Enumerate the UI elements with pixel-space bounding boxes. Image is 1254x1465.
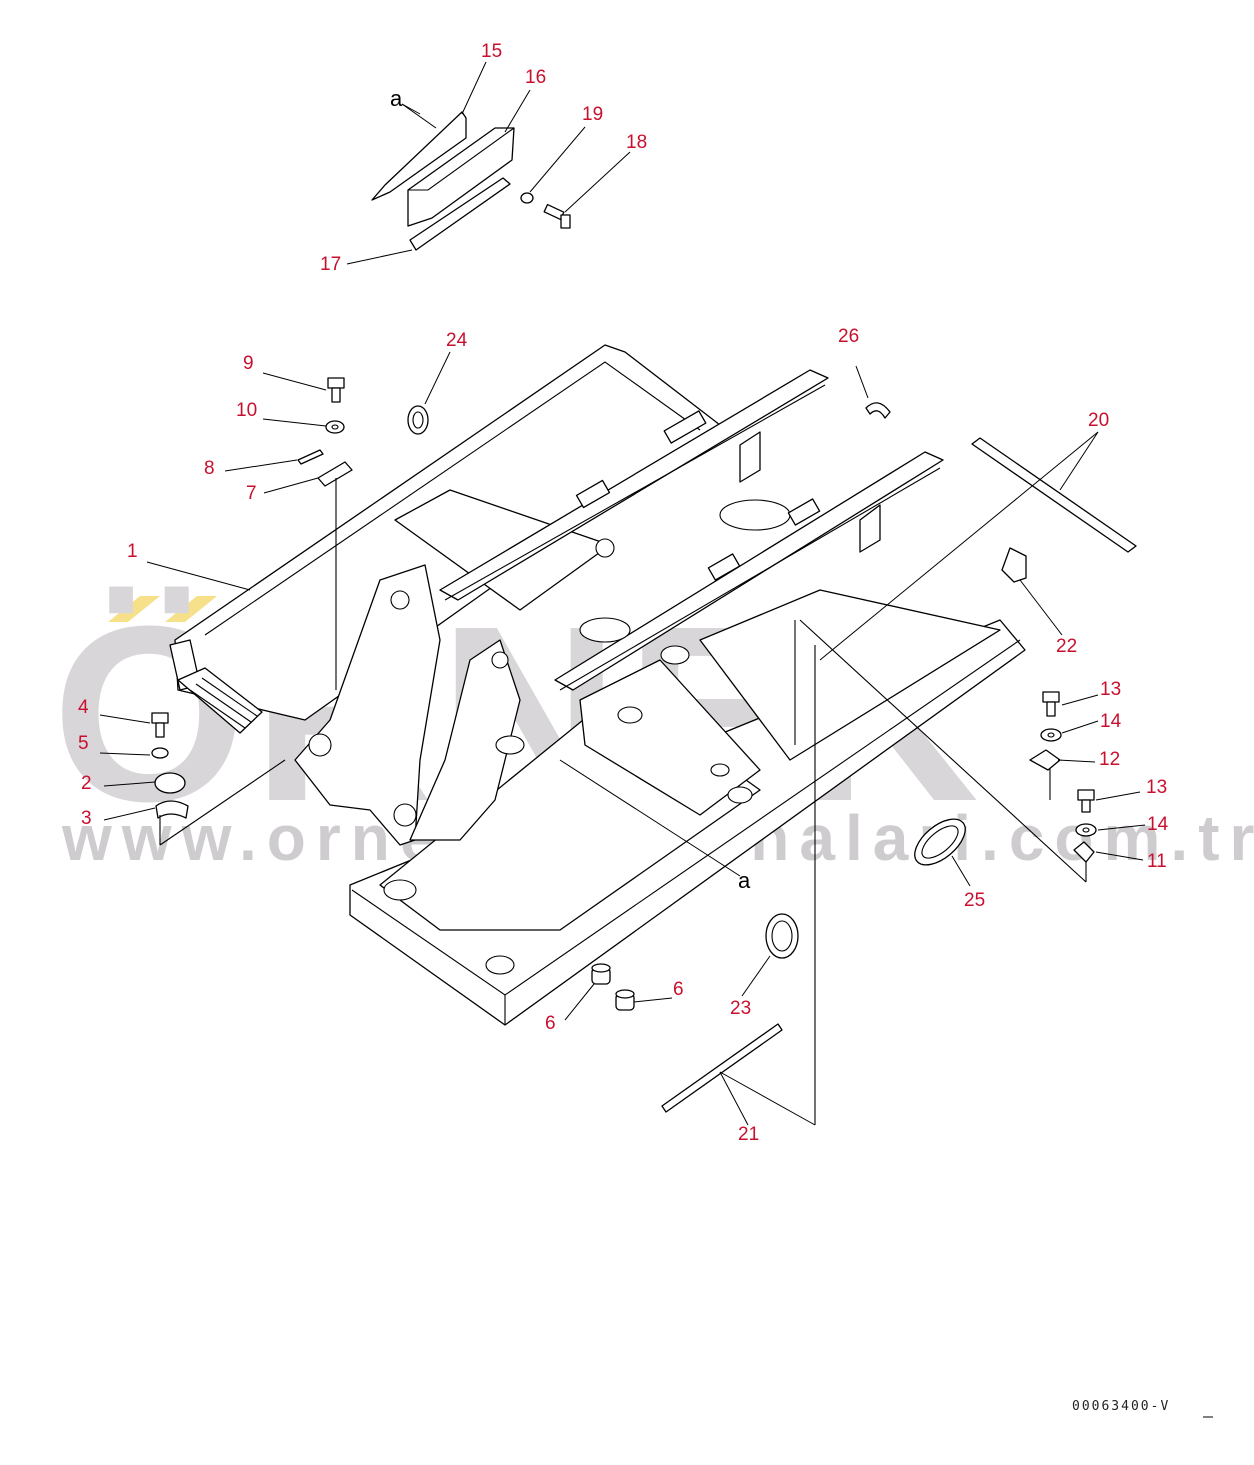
main-frame <box>169 344 1026 1026</box>
part-16-edge <box>408 127 515 191</box>
callout-1: 1 <box>127 541 138 562</box>
callout-15: 15 <box>481 41 502 62</box>
callout-10: 10 <box>236 400 257 421</box>
part-24-grommet <box>407 405 429 435</box>
watermark-dot-right <box>165 596 217 622</box>
part-8-pin <box>297 449 324 465</box>
watermark-dot-left <box>108 596 160 622</box>
part-5-washer <box>151 747 169 759</box>
part-19-washer <box>520 192 534 204</box>
callout-4: 4 <box>78 697 89 718</box>
part-15-plate <box>371 111 467 201</box>
callout-19: 19 <box>582 104 603 125</box>
part-13-bolt-lower <box>1077 789 1095 813</box>
part-26-clip <box>865 402 891 419</box>
top-detail-group: a <box>371 86 571 251</box>
frame-rail-right <box>554 451 944 691</box>
callout-12: 12 <box>1099 749 1120 770</box>
part-11-plate <box>1073 841 1095 863</box>
part-20-bar <box>971 437 1137 553</box>
part-10-washer <box>325 420 345 434</box>
callout-22: 22 <box>1056 636 1077 657</box>
callout-23: 23 <box>730 998 751 1019</box>
callout-6a: 6 <box>545 1013 556 1034</box>
callout-17: 17 <box>320 254 341 275</box>
callout-18: 18 <box>626 132 647 153</box>
drawing-code: 00063400-V <box>1072 1399 1170 1414</box>
callout-8: 8 <box>204 458 215 479</box>
part-12-plate <box>1029 749 1061 771</box>
part-23-grommet <box>765 913 799 959</box>
callout-20: 20 <box>1088 410 1109 431</box>
part-16-block <box>407 127 515 227</box>
callout-25: 25 <box>964 890 985 911</box>
callout-13a: 13 <box>1100 679 1121 700</box>
part-14-washer-upper <box>1040 728 1062 742</box>
part-3-plate <box>155 800 189 819</box>
callout-6b: 6 <box>673 979 684 1000</box>
part-22-block <box>1001 547 1027 583</box>
ref-mark-top: a <box>390 86 403 111</box>
part-6-cap-left <box>591 963 611 985</box>
callout-7: 7 <box>246 483 257 504</box>
callout-14b: 14 <box>1147 814 1169 835</box>
callouts: 15 16 19 18 17 24 26 20 9 10 8 7 1 22 13… <box>78 41 1169 1145</box>
part-25-grommet <box>914 818 966 866</box>
callout-21: 21 <box>738 1124 759 1145</box>
part-18-bolt <box>543 203 571 229</box>
callout-26: 26 <box>838 326 859 347</box>
part-6-cap-right <box>615 989 635 1011</box>
part-13-bolt-upper <box>1042 691 1060 717</box>
ref-mark-main: a <box>738 868 751 893</box>
callout-14a: 14 <box>1100 711 1122 732</box>
part-4-bolt <box>151 712 169 738</box>
callout-24: 24 <box>446 330 468 351</box>
callout-11: 11 <box>1147 851 1167 872</box>
callout-5: 5 <box>78 733 89 754</box>
part-17-strip <box>409 177 511 251</box>
part-2-cover <box>154 772 186 794</box>
callout-13b: 13 <box>1146 777 1167 798</box>
part-14-washer-lower <box>1075 823 1097 837</box>
callout-3: 3 <box>81 808 92 829</box>
part-21-rod <box>661 1023 783 1113</box>
callout-16: 16 <box>525 67 546 88</box>
callout-2: 2 <box>81 773 92 794</box>
callout-9: 9 <box>243 353 254 374</box>
leader-lines <box>99 61 1146 1126</box>
part-7-bracket <box>317 461 353 487</box>
part-9-bolt <box>327 377 345 403</box>
